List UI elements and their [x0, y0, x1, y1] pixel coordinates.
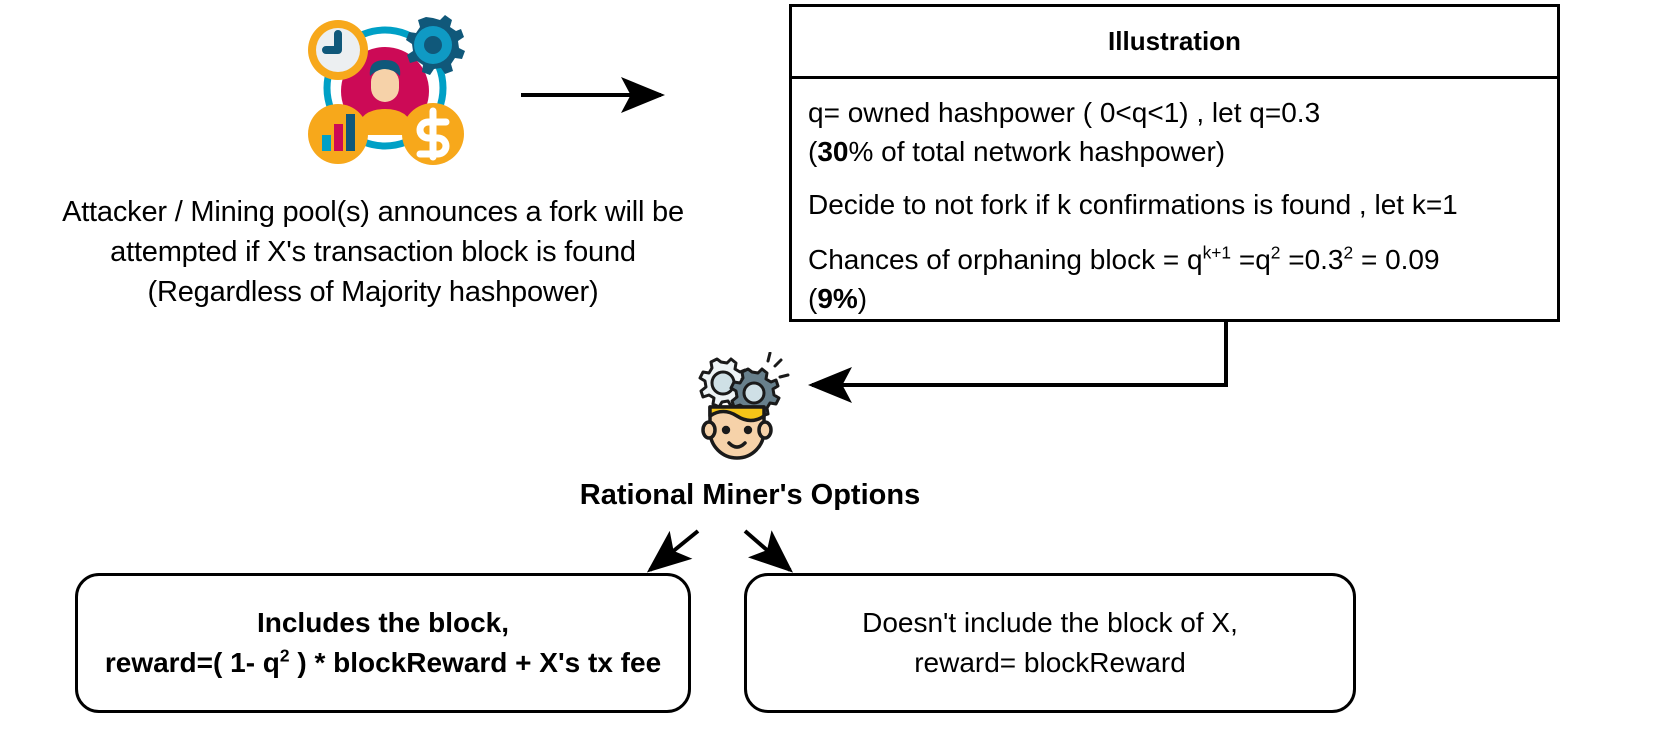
option-include-exponent: 2 [279, 645, 290, 666]
illustration-header: Illustration [792, 7, 1557, 79]
illustration-box: Illustration q= owned hashpower ( 0<q<1)… [789, 4, 1560, 322]
illustration-p1-tail: % of total network hashpower) [848, 136, 1226, 167]
illustration-p3-exp-2a: 2 [1270, 242, 1281, 263]
illustration-paragraph-2: Decide to not fork if k confirmations is… [808, 189, 1458, 220]
option-exclude-block-box: Doesn't include the block of X, reward= … [744, 573, 1356, 713]
illustration-p1-line1: q= owned hashpower ( 0<q<1) , let q=0.3 [808, 97, 1321, 128]
miner-thinking-gears-icon [698, 352, 790, 460]
option-include-formula-prefix: reward=( 1- q [104, 647, 280, 678]
illustration-p3-bold-9pct: 9% [817, 283, 858, 314]
attacker-mining-pool-icon [308, 15, 465, 165]
illustration-p3-close: ) [857, 283, 868, 314]
illustration-p3-exp-kplus1: k+1 [1202, 242, 1232, 263]
arrow-miner-to-exclude-option [743, 529, 794, 573]
illustration-p1-open: ( [808, 136, 818, 167]
illustration-p3-mid2: =0.3 [1280, 244, 1344, 275]
option-include-formula-suffix: ) * blockReward + X's tx fee [289, 647, 662, 678]
illustration-body: q= owned hashpower ( 0<q<1) , let q=0.3 … [792, 79, 1557, 318]
attacker-caption-line-3: (Regardless of Majority hashpower) [147, 276, 599, 308]
option-include-text: Includes the block, reward=( 1- q2 ) * b… [105, 603, 661, 683]
illustration-p1-bold-30: 30 [817, 136, 849, 167]
illustration-paragraph-1: q= owned hashpower ( 0<q<1) , let q=0.3 … [808, 93, 1541, 171]
illustration-p3-open: ( [808, 283, 818, 314]
arrow-illustration-to-miner [808, 322, 1228, 403]
option-exclude-line-2: reward= blockReward [914, 647, 1186, 678]
illustration-p3-mid1: =q [1231, 244, 1271, 275]
option-include-line-2: reward=( 1- q2 ) * blockReward + X's tx … [105, 643, 661, 683]
arrow-miner-to-include-option [646, 529, 700, 573]
option-exclude-line-1: Doesn't include the block of X, [862, 607, 1238, 638]
attacker-caption: Attacker / Mining pool(s) announces a fo… [18, 192, 728, 312]
illustration-paragraph-3: Chances of orphaning block = qk+1 =q2 =0… [808, 240, 1541, 318]
illustration-p3-tail: = 0.09 [1353, 244, 1440, 275]
illustration-p3-exp-2b: 2 [1343, 242, 1354, 263]
option-include-block-box: Includes the block, reward=( 1- q2 ) * b… [75, 573, 691, 713]
illustration-p3-prefix: Chances of orphaning block = q [808, 244, 1203, 275]
attacker-caption-line-2: attempted if X's transaction block is fo… [110, 236, 636, 268]
rational-miner-options-label: Rational Miner's Options [579, 479, 921, 511]
attacker-caption-line-1: Attacker / Mining pool(s) announces a fo… [62, 196, 684, 228]
option-include-line-1: Includes the block, [256, 607, 510, 638]
option-exclude-text: Doesn't include the block of X, reward= … [862, 603, 1238, 683]
